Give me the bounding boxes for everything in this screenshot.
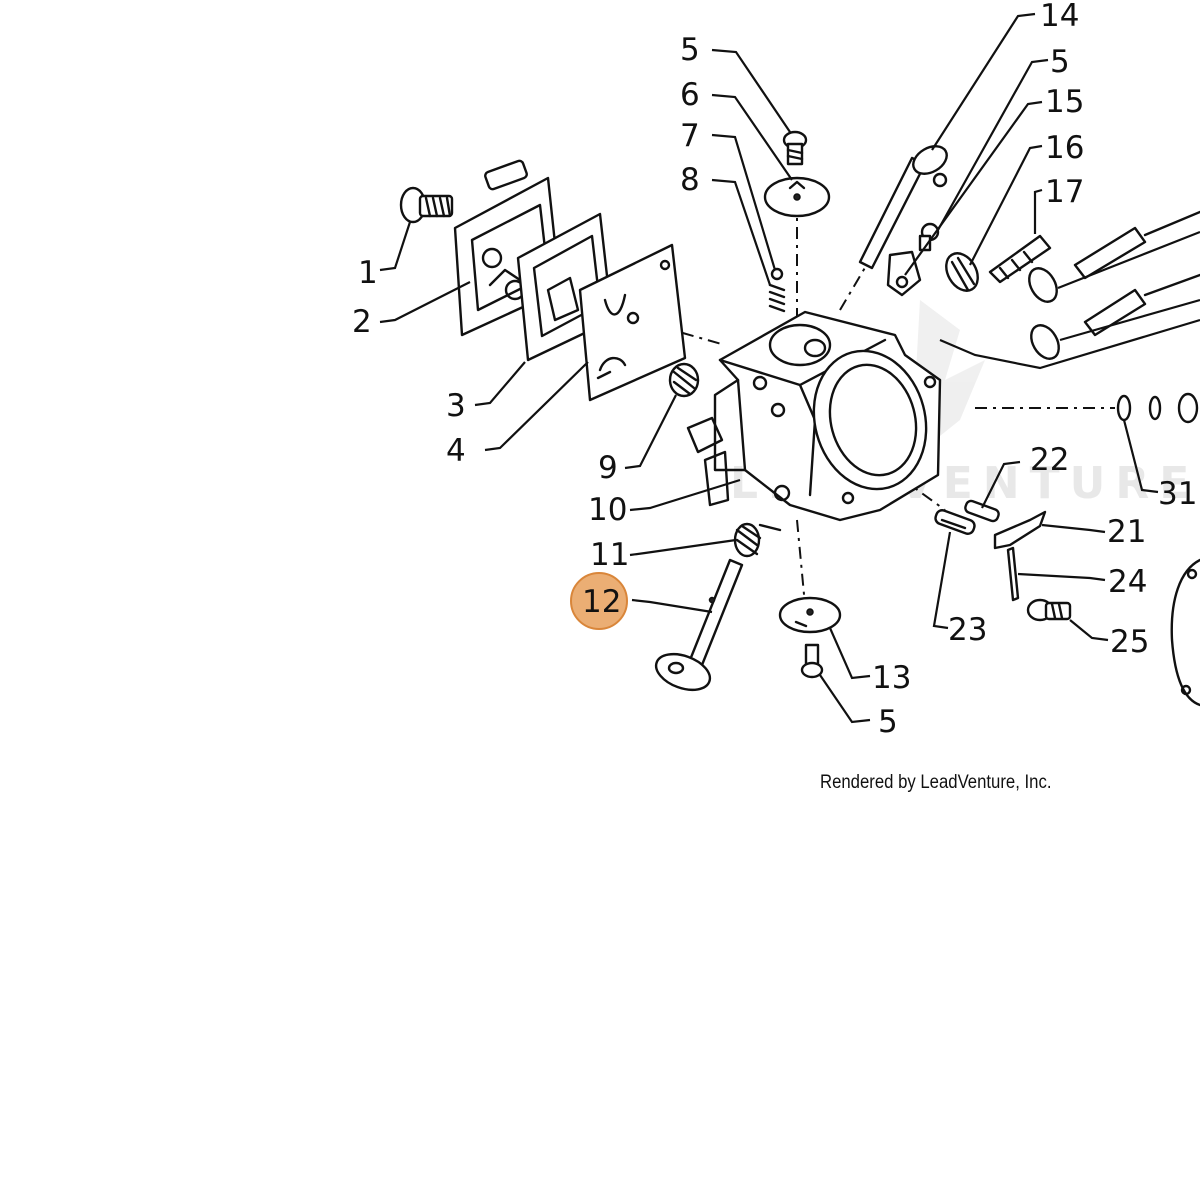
part-1-screw xyxy=(399,186,454,224)
callout-17: 17 xyxy=(1045,174,1084,210)
part-10-carburetor-body xyxy=(686,310,942,522)
callout-5-right: 5 xyxy=(1050,44,1070,80)
callout-11: 11 xyxy=(590,537,629,573)
callout-labels: 14 5 6 7 8 15 16 17 1 2 3 4 9 10 11 12 1… xyxy=(352,0,1197,740)
callout-8: 8 xyxy=(680,162,700,198)
part-needle-upper xyxy=(1028,210,1200,303)
callout-4: 4 xyxy=(446,433,466,469)
part-5-top-screw xyxy=(782,130,808,166)
part-13-disc xyxy=(778,596,842,634)
callout-6: 6 xyxy=(680,77,700,113)
callout-2: 2 xyxy=(352,304,372,340)
callout-12: 12 xyxy=(582,584,621,620)
part-flange-edge xyxy=(1170,558,1200,707)
part-7-8-needle-spring xyxy=(768,267,786,313)
callout-10: 10 xyxy=(588,492,627,528)
part-31-orings xyxy=(1116,392,1199,424)
callout-14: 14 xyxy=(1040,0,1079,34)
callout-16: 16 xyxy=(1045,130,1084,166)
part-11-spring xyxy=(733,522,782,558)
part-21-lever xyxy=(993,510,1047,550)
part-9-filter-screen xyxy=(668,362,700,398)
callout-3: 3 xyxy=(446,388,466,424)
highlight-marker xyxy=(570,572,628,630)
callout-22: 22 xyxy=(1030,442,1069,478)
callout-9: 9 xyxy=(598,450,618,486)
part-12-choke-shaft xyxy=(654,558,744,692)
callout-7: 7 xyxy=(680,118,700,154)
part-15-lever xyxy=(886,250,922,297)
part-5-bottom-screw xyxy=(800,643,824,679)
callout-25: 25 xyxy=(1110,624,1149,660)
render-credit: Rendered by LeadVenture, Inc. xyxy=(820,772,1052,793)
callout-13: 13 xyxy=(872,660,911,696)
part-14-throttle-shaft xyxy=(858,145,948,270)
part-24-pin xyxy=(1006,546,1020,602)
callout-15: 15 xyxy=(1045,84,1084,120)
callout-23: 23 xyxy=(948,612,987,648)
leader-lines xyxy=(379,12,1200,724)
part-17-screw xyxy=(988,234,1052,284)
callout-1: 1 xyxy=(358,255,378,291)
callout-31: 31 xyxy=(1158,476,1197,512)
part-23-spring-pin xyxy=(934,509,976,535)
part-16-spring xyxy=(945,252,979,292)
callout-24: 24 xyxy=(1108,564,1147,600)
part-5-right-screw xyxy=(918,222,940,252)
callout-5-bottom: 5 xyxy=(878,704,898,740)
part-6-valve-disc xyxy=(763,176,831,218)
part-needle-lower xyxy=(1030,273,1200,360)
part-25-screw xyxy=(1026,598,1072,622)
callout-21: 21 xyxy=(1107,514,1146,550)
callout-5-top: 5 xyxy=(680,32,700,68)
